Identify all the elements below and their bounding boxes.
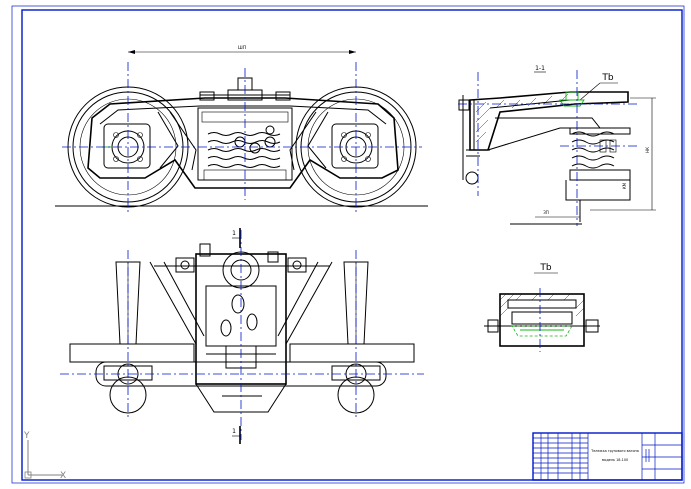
section-view: 1-1 Тb — [458, 65, 656, 226]
section-cut-marks: 1 1 — [232, 228, 241, 444]
ucs-icon: Y X — [23, 431, 66, 481]
section-mark-bottom-label: 1 — [232, 428, 236, 435]
detail-hatching — [499, 293, 585, 317]
spring-set — [207, 125, 281, 168]
sheet-frame — [11, 5, 685, 484]
axle-box-right — [331, 123, 379, 169]
dim-bottom-label: ЗП — [543, 210, 549, 215]
detail-view: Тb — [484, 263, 600, 352]
dim-right-label: НК — [645, 147, 650, 153]
detail-mark-top-label: Тb — [601, 73, 613, 83]
plan-view: 1 1 — [60, 228, 424, 444]
side-view-axes — [62, 62, 422, 214]
plan-wheels — [115, 261, 369, 345]
section-mark-top-label: 1 — [232, 230, 236, 237]
ucs-y-label: Y — [23, 431, 30, 441]
section-hatching — [475, 93, 569, 143]
title-block-grid — [533, 433, 588, 480]
title-line-2: модель 18-100 — [602, 458, 628, 462]
detail-mark-label: Тb — [539, 263, 551, 273]
ucs-x-label: X — [60, 471, 66, 481]
side-view: ШП — [55, 45, 428, 214]
title-block: Тележка грузового вагона модель 18-100 — [532, 432, 683, 481]
dim-right2-label: КМ — [622, 182, 627, 189]
section-dimensions: НК КМ ЗП — [535, 97, 656, 218]
plan-brake-rigging — [149, 243, 333, 345]
dim-top-label: ШП — [238, 45, 246, 51]
side-frame — [87, 77, 399, 189]
section-springs — [569, 127, 631, 181]
axle-box-left — [102, 123, 151, 169]
section-mark-label: 1-1 — [535, 65, 545, 72]
title-line-1: Тележка грузового вагона — [590, 449, 639, 453]
wheelbase-dimension: ШП — [128, 45, 356, 54]
plan-view-axes — [60, 230, 424, 440]
section-view-axes — [458, 70, 640, 226]
